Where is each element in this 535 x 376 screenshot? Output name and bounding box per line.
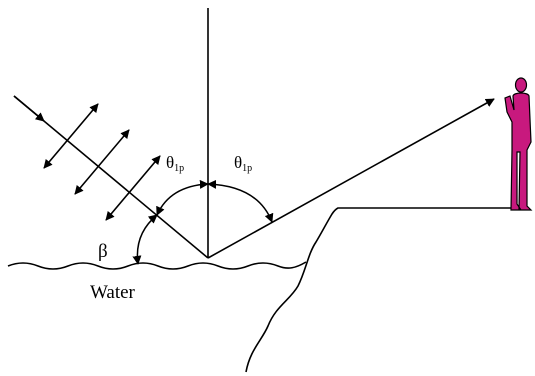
angle-arc-right <box>207 179 274 223</box>
beta-label: β <box>98 241 108 262</box>
incident-ray-arrow <box>13 95 45 122</box>
water-label: Water <box>90 282 136 303</box>
observer-person-icon <box>504 77 533 211</box>
water-surface <box>7 261 307 270</box>
polarization-arrows <box>43 103 161 221</box>
angle-label-left: θ1p <box>166 153 184 174</box>
reflected-ray <box>207 98 495 259</box>
angle-arc-left <box>156 179 209 216</box>
shore-cliff <box>245 207 520 373</box>
beta-arc <box>132 214 158 265</box>
angle-label-right: θ1p <box>234 153 252 174</box>
